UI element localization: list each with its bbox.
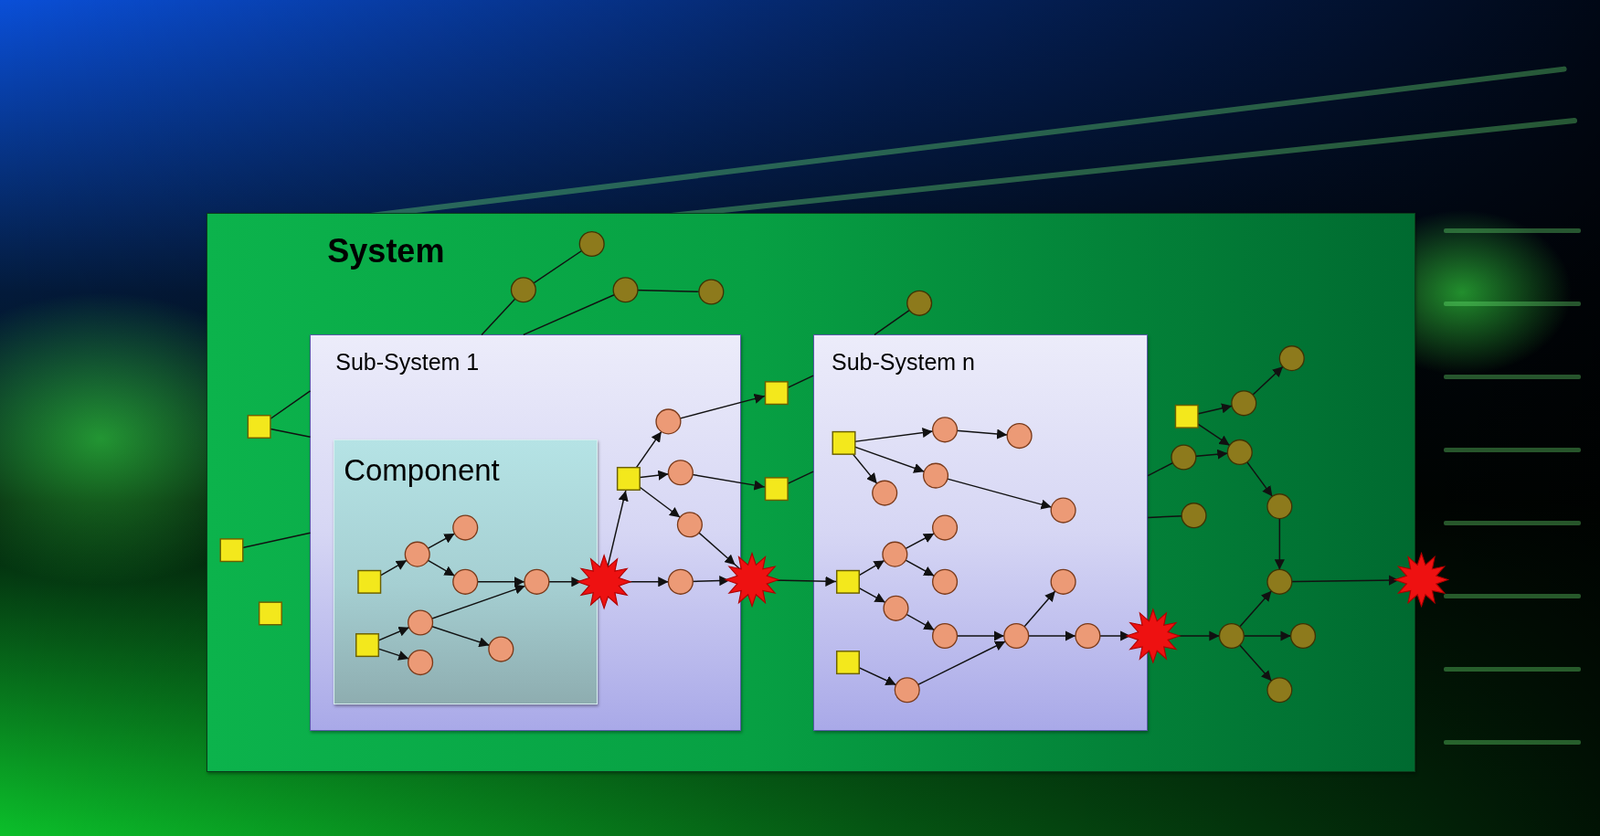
subsystem-box: Sub-System 1 Component [309, 334, 741, 731]
box-heading: Sub-System n [831, 349, 975, 376]
component-box: Component [333, 439, 598, 704]
box-heading: Sub-System 1 [335, 349, 479, 376]
system-box: SystemSub-System 1 Component Sub-System n [206, 212, 1416, 773]
subsystem-box: Sub-System n [813, 334, 1148, 731]
box-heading: System [327, 232, 445, 270]
box-heading: Component [343, 453, 500, 488]
